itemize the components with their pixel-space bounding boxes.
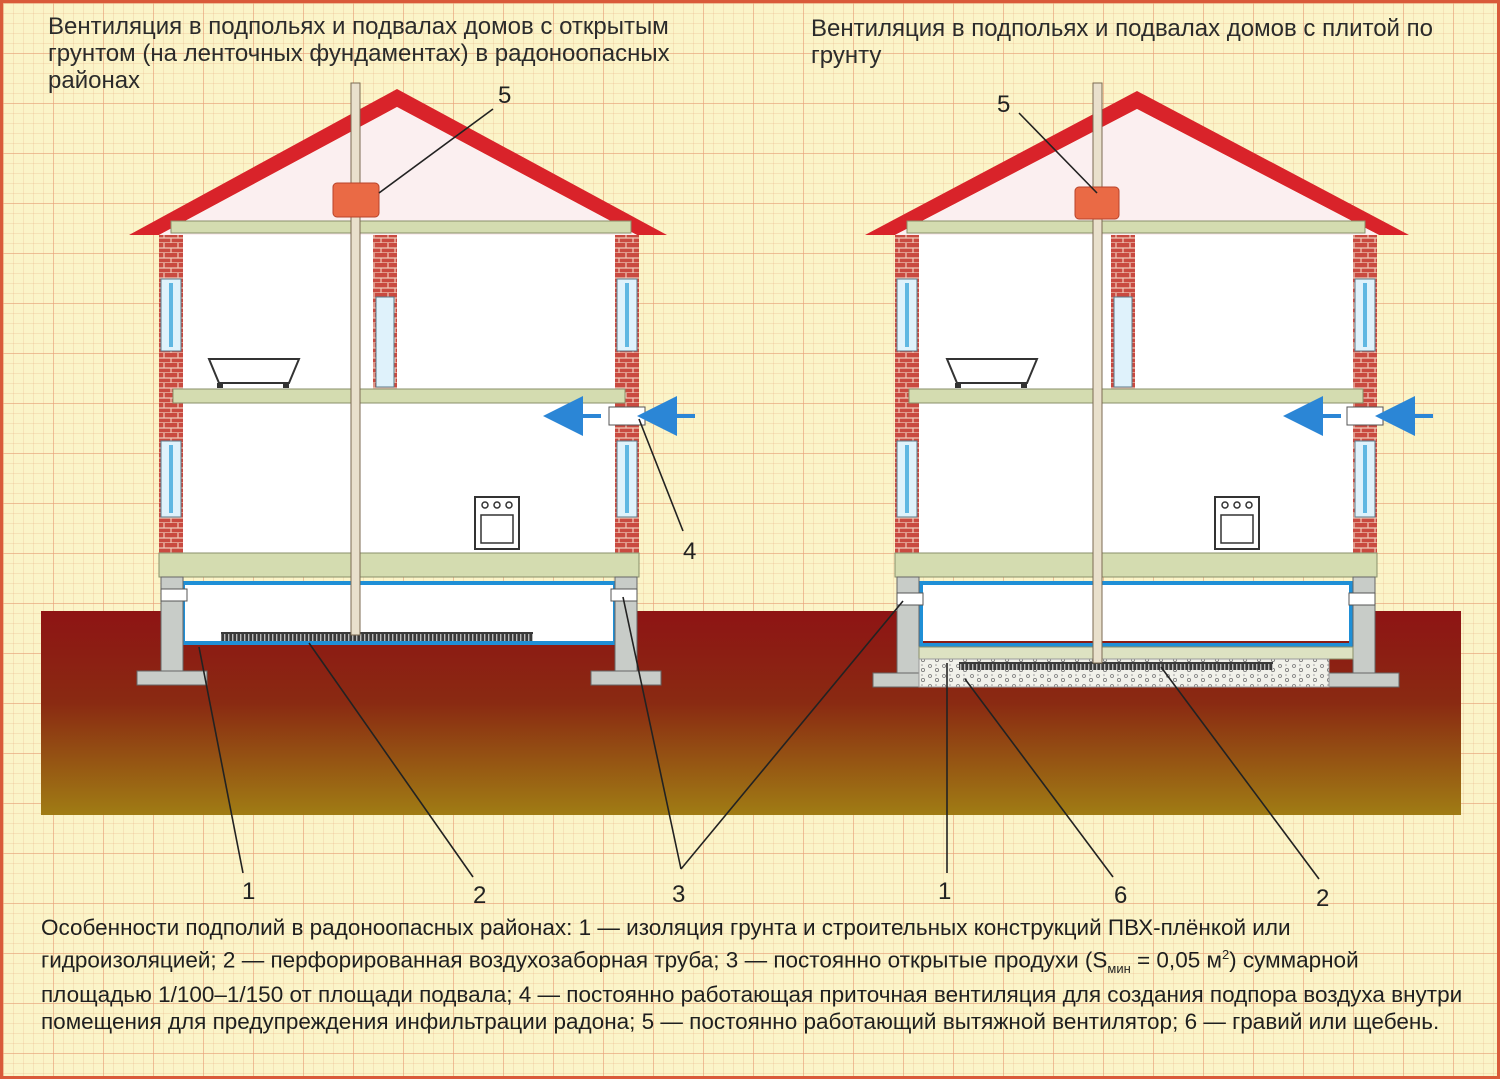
caption-part3: ) суммарной площадью 1/100–1/150 от площ… (41, 947, 1463, 1034)
right-stove (1214, 496, 1260, 550)
right-insulation (919, 581, 1353, 647)
left-vent-left (160, 588, 188, 602)
left-house (129, 82, 695, 686)
callout-right-fan: 5 (997, 91, 1011, 118)
right-bathtub (945, 358, 1039, 384)
left-roof (129, 89, 667, 235)
caption-part1: Особенности подполий в радоноопасных рай… (41, 915, 1291, 972)
callout-left-membrane: 1 (242, 878, 256, 905)
callout-right-gravel: 6 (1114, 882, 1128, 909)
callout-left-pipe: 2 (473, 882, 487, 909)
left-exhaust-fan (332, 182, 380, 218)
right-vent-right (1348, 592, 1376, 606)
callout-vents: 3 (672, 881, 686, 908)
right-perforated-pipe (959, 662, 1273, 670)
caption-part2: = 0,05 м (1130, 947, 1222, 972)
callout-right-membrane: 1 (938, 878, 952, 905)
left-stove (474, 496, 520, 550)
leader-lines (198, 108, 1320, 880)
left-perforated-pipe (221, 632, 533, 641)
callout-right-pipe: 2 (1316, 885, 1330, 912)
right-supply-inlet (1346, 406, 1384, 426)
right-diagram-title: Вентиляция в подпольях и подвалах домов … (811, 15, 1433, 69)
right-exhaust-fan (1074, 186, 1120, 220)
ventilation-diagram (41, 82, 1461, 880)
right-exhaust-riser (1092, 82, 1103, 664)
right-concrete-slab (918, 646, 1354, 660)
callout-left-inlet: 4 (683, 538, 697, 565)
right-vent-left (896, 592, 924, 606)
caption-sub: мин (1107, 960, 1131, 976)
left-exhaust-riser (350, 82, 361, 636)
right-house (865, 82, 1433, 688)
left-bathtub (207, 358, 301, 384)
legend-caption: Особенности подполий в радоноопасных рай… (41, 915, 1471, 1035)
caption-sup: 2 (1221, 946, 1230, 962)
left-diagram-title: Вентиляция в подпольях и подвалах домов … (48, 13, 670, 94)
callout-left-fan: 5 (498, 82, 512, 109)
